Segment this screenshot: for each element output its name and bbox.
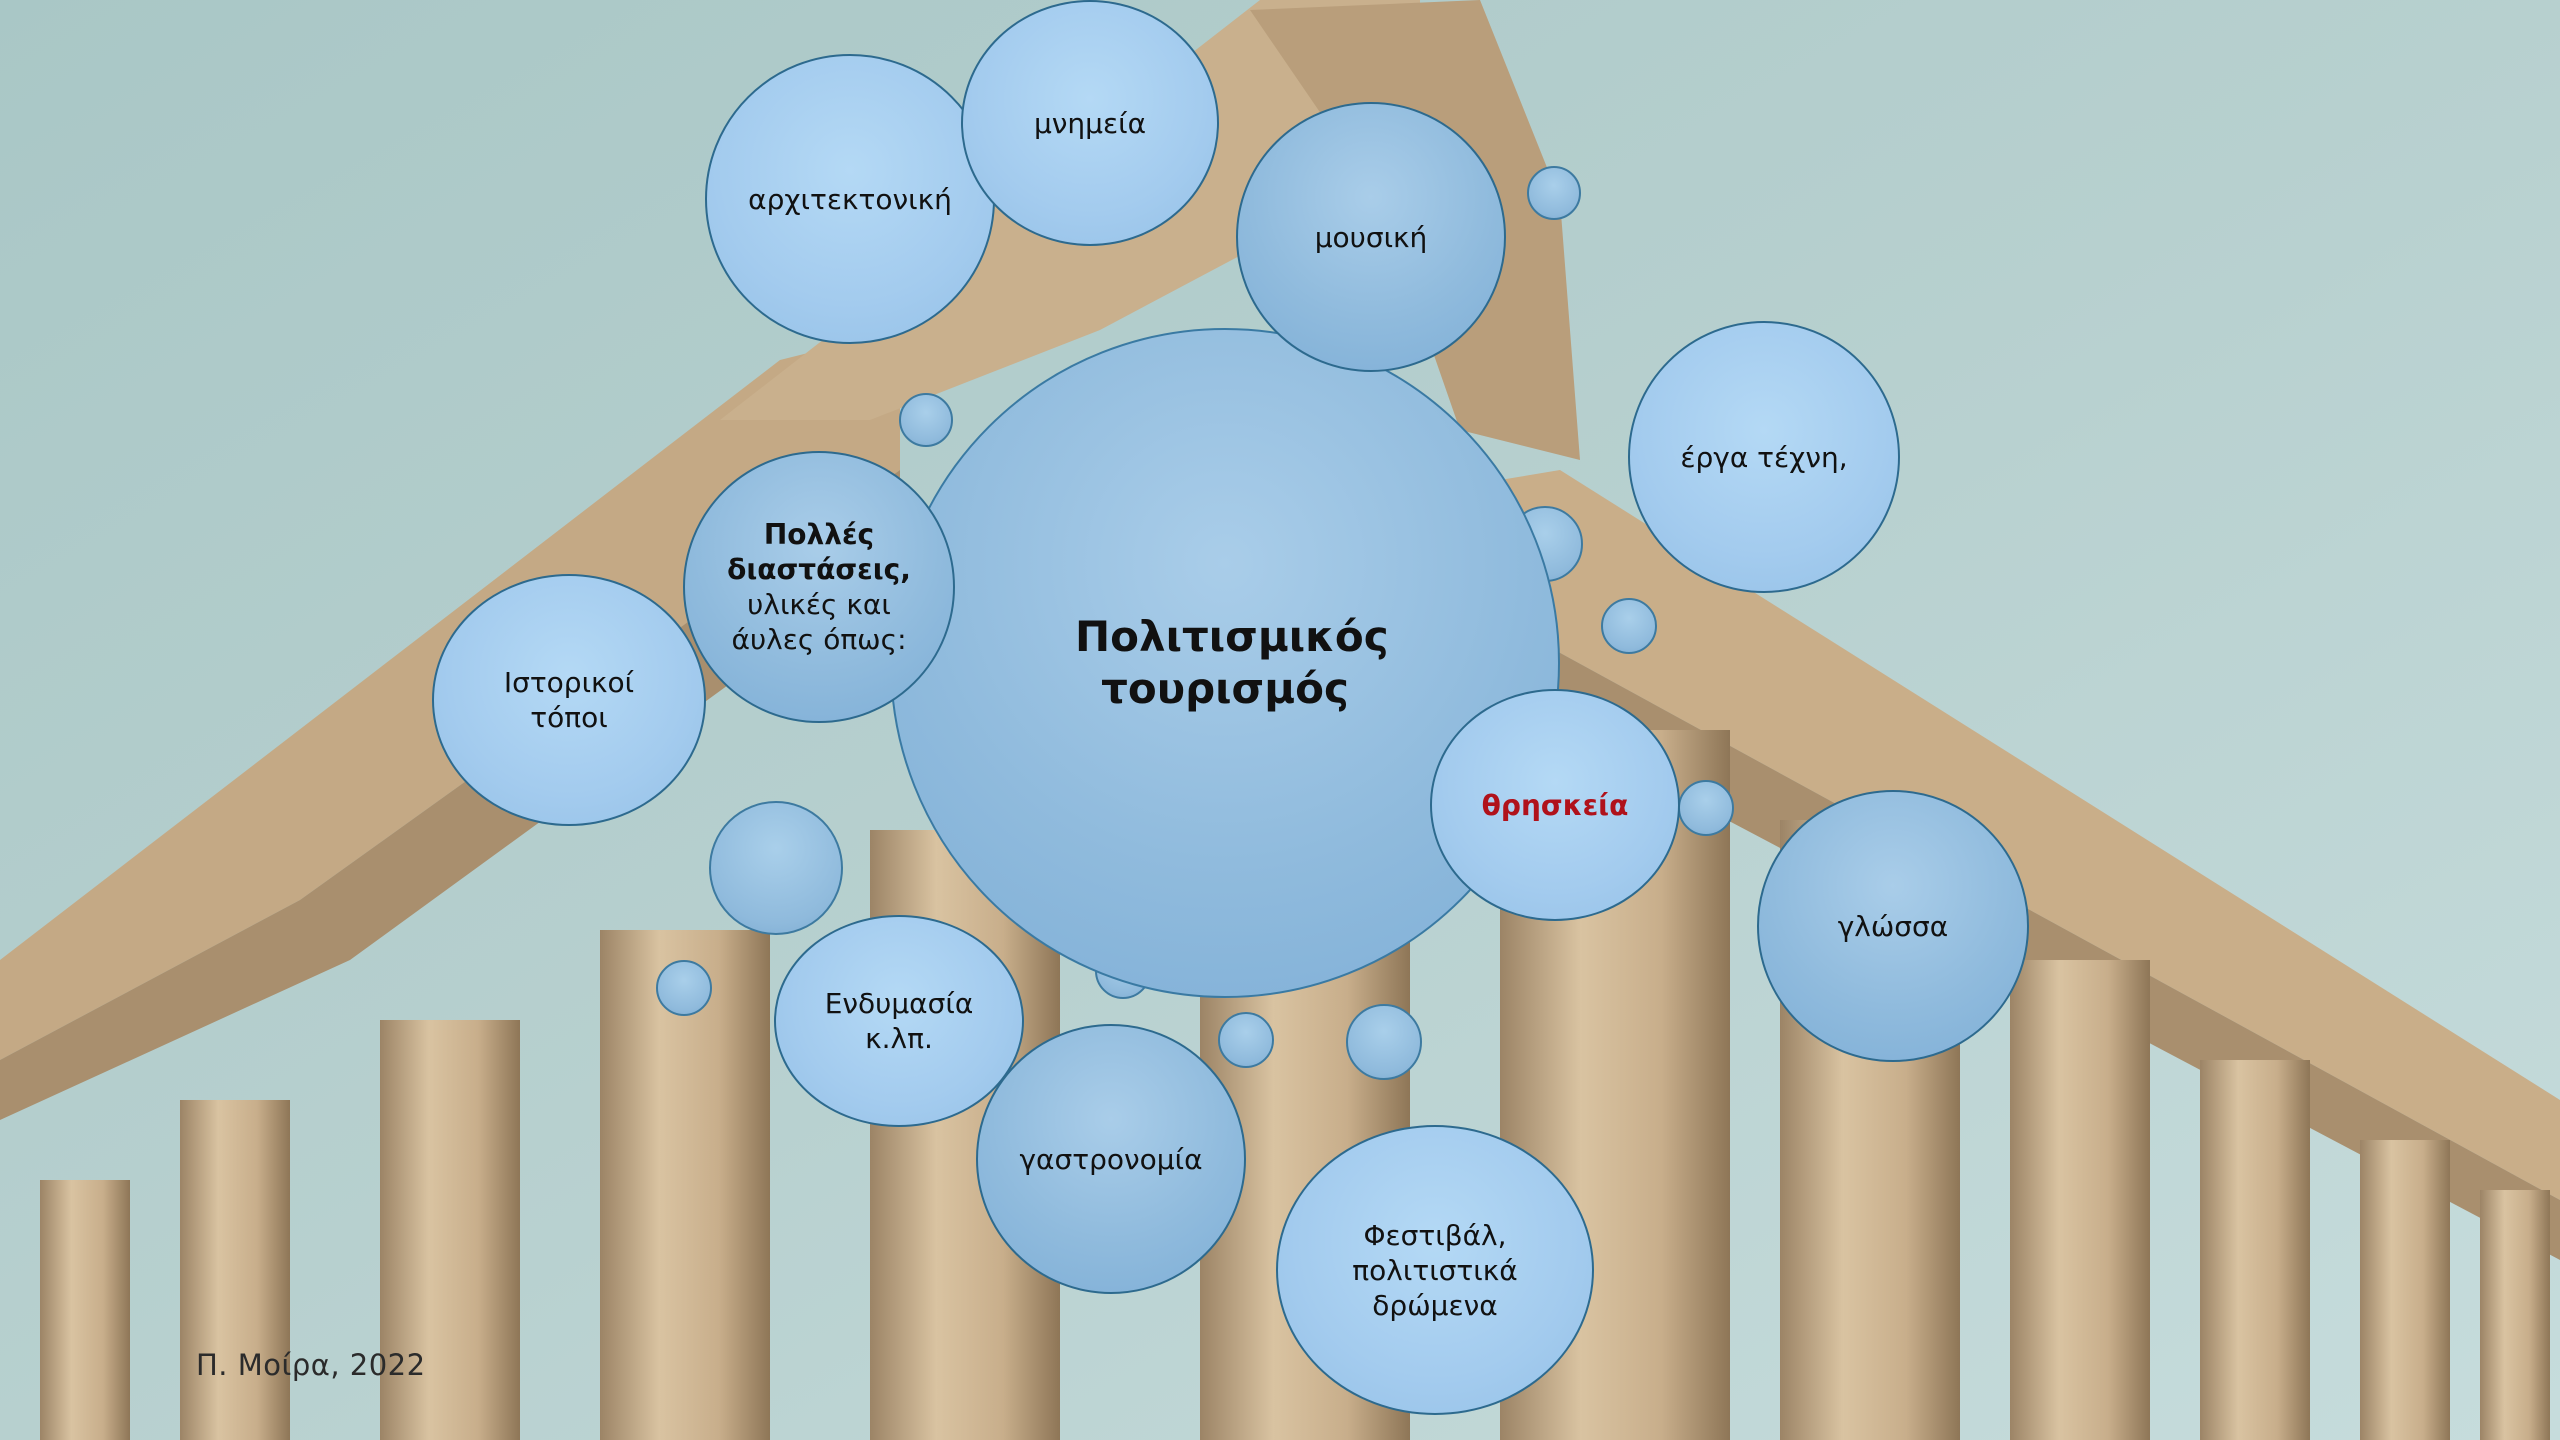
bubble-religion: θρησκεία xyxy=(1430,689,1680,921)
bubble-music: μουσική xyxy=(1236,102,1506,372)
decor-bubble xyxy=(1601,598,1657,654)
intro-line-4: άυλες όπως: xyxy=(731,623,907,656)
label-religion: θρησκεία xyxy=(1481,788,1629,822)
author-credit: Π. Μοίρα, 2022 xyxy=(196,1348,426,1382)
intro-line-1: Πολλές xyxy=(763,518,875,551)
bubble-festivals: Φεστιβάλ, πολιτιστικά δρώμενα xyxy=(1276,1125,1594,1415)
label-festivals: Φεστιβάλ, πολιτιστικά δρώμενα xyxy=(1352,1218,1518,1322)
label-gastronomy: γαστρονομία xyxy=(1019,1142,1203,1176)
label-artworks: έργα τέχνη, xyxy=(1680,440,1848,474)
decor-bubble xyxy=(1346,1004,1422,1080)
decor-bubble xyxy=(899,393,953,447)
decor-bubble xyxy=(1527,166,1581,220)
decor-bubble xyxy=(1218,1012,1274,1068)
label-language: γλώσσα xyxy=(1837,909,1949,943)
bubble-architecture: αρχιτεκτονική xyxy=(705,54,995,344)
bubble-historic-sites: Ιστορικοί τόποι xyxy=(432,574,706,826)
bubble-language: γλώσσα xyxy=(1757,790,2029,1062)
label-music: μουσική xyxy=(1314,220,1428,254)
label-monuments: μνημεία xyxy=(1033,106,1147,140)
bubble-artworks: έργα τέχνη, xyxy=(1628,321,1900,593)
intro-line-2: διαστάσεις, xyxy=(727,553,911,586)
bubble-clothing: Ενδυμασία κ.λπ. xyxy=(774,915,1024,1127)
decor-bubble xyxy=(656,960,712,1016)
bubble-intro: Πολλές διαστάσεις, υλικές και άυλες όπως… xyxy=(683,451,955,723)
center-bubble: Πολιτισμικός τουρισμός xyxy=(890,328,1560,998)
label-clothing: Ενδυμασία κ.λπ. xyxy=(824,987,974,1055)
bubble-monuments: μνημεία xyxy=(961,0,1219,246)
decor-bubble xyxy=(1678,780,1734,836)
center-title: Πολιτισμικός τουρισμός xyxy=(1075,611,1389,714)
decor-bubble xyxy=(709,801,843,935)
label-historic-sites: Ιστορικοί τόποι xyxy=(503,666,635,734)
intro-line-3: υλικές και xyxy=(747,588,891,621)
label-architecture: αρχιτεκτονική xyxy=(748,182,952,216)
intro-label: Πολλές διαστάσεις, υλικές και άυλες όπως… xyxy=(727,517,911,657)
bubble-gastronomy: γαστρονομία xyxy=(976,1024,1246,1294)
